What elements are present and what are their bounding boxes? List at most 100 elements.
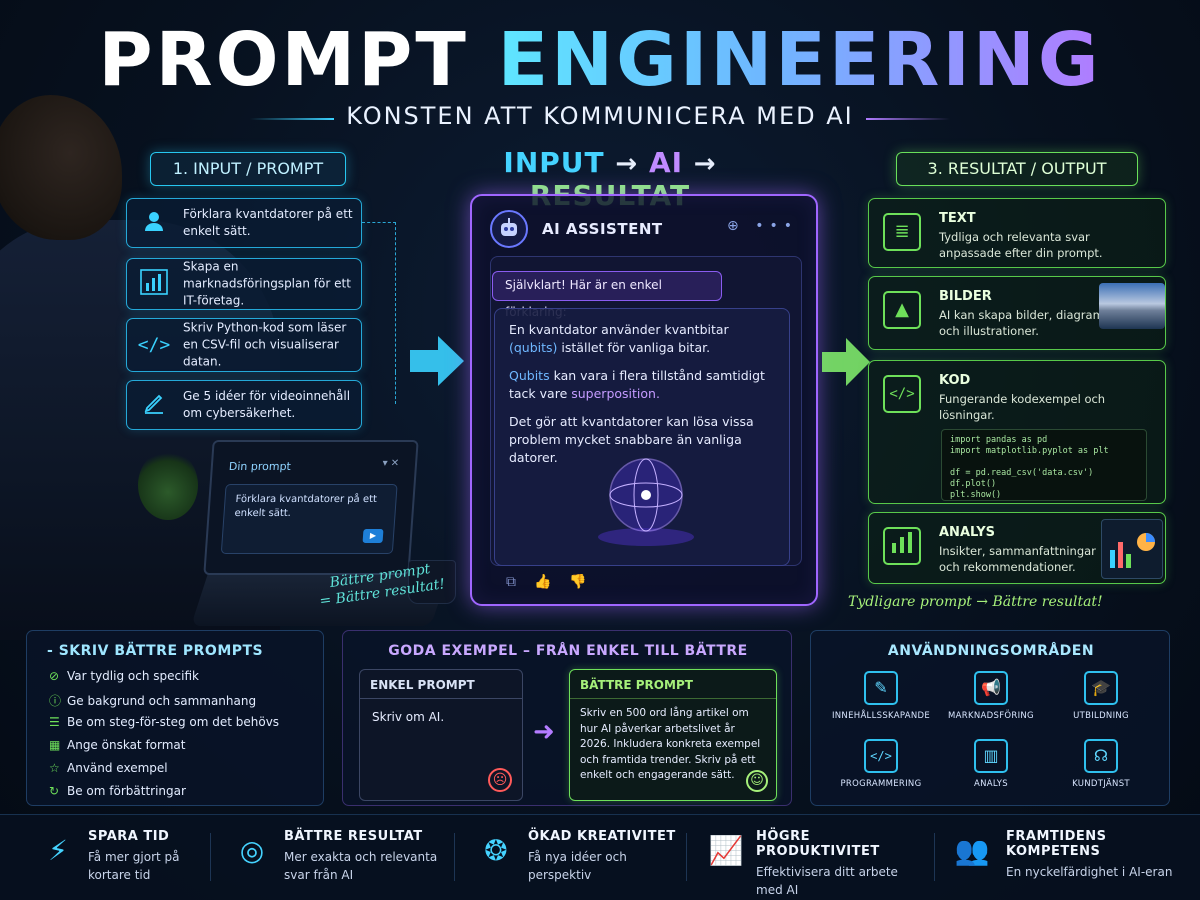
code-snippet: import pandas as pd import matplotlib.py…: [941, 429, 1147, 501]
use-item-education: 🎓 UTBILDNING: [1051, 671, 1151, 721]
ai-assistant-panel: AI ASSISTENT ⊕ ••• Självklart! Här är en…: [470, 194, 818, 606]
tips-dash: -: [47, 643, 59, 659]
input-card-2[interactable]: Skapa en marknadsföringsplan för ett IT-…: [126, 258, 362, 310]
tips-panel: - SKRIV BÄTTRE PROMPTS ⊘Var tydlig och s…: [26, 630, 324, 806]
tip-text: Var tydlig och specifik: [67, 669, 199, 683]
benefit-heading: BÄTTRE RESULTAT: [284, 829, 423, 844]
happy-face-icon: ☺: [746, 770, 768, 792]
benefit-text-line1: Få nya idéer och: [528, 850, 627, 864]
tip-text: Ange önskat format: [67, 738, 186, 752]
simple-prompt-box: ENKEL PROMPT Skriv om AI. ☹: [359, 669, 523, 801]
robot-icon: [490, 210, 528, 248]
headset-icon: ☊: [1084, 739, 1118, 773]
input-card-3[interactable]: </> Skriv Python-kod som läser en CSV-fi…: [126, 318, 362, 372]
growth-chart-icon: 📈: [708, 834, 744, 867]
output-text-text: Tydliga och relevanta svar anpassade eft…: [939, 230, 1103, 260]
use-item-analysis: ▥ ANALYS: [941, 739, 1041, 789]
output-heading-code: KOD: [939, 373, 971, 388]
refresh-icon: ↻: [49, 784, 60, 798]
use-label: PROGRAMMERING: [840, 779, 922, 789]
laptop-prompt-text: Förklara kvantdatorer på ett enkelt sätt…: [234, 494, 378, 519]
target-icon: ◎: [239, 834, 265, 867]
laptop-screen: Din prompt ▾ ✕ Förklara kvantdatorer på …: [203, 440, 419, 575]
examples-panel: GODA EXEMPEL – FRÅN ENKEL TILL BÄTTRE EN…: [342, 630, 792, 806]
output-text-images: AI kan skapa bilder, diagram och illustr…: [939, 308, 1104, 338]
tip-text: Ge bakgrund och sammanhang: [67, 694, 257, 708]
ai-p2-superposition: superposition.: [571, 386, 660, 401]
better-prompt-label: BÄTTRE PROMPT: [580, 678, 693, 692]
benefit-heading: ÖKAD KREATIVITET: [528, 829, 676, 844]
bar-chart-icon: ▥: [974, 739, 1008, 773]
footer-divider: [210, 833, 211, 881]
benefit-body: BÄTTRE RESULTAT Mer exakta och relevanta…: [284, 829, 437, 884]
subtitle: KONSTEN ATT KOMMUNICERA MED AI: [346, 102, 854, 130]
star-icon: ☆: [49, 761, 60, 775]
ai-response: En kvantdator använder kvantbitar (qubit…: [494, 308, 790, 566]
flow-input: INPUT: [503, 146, 605, 179]
more-options-icon[interactable]: ⊕ •••: [727, 218, 798, 234]
benefit-body: SPARA TID Få mer gjort på kortare tid: [88, 829, 180, 884]
title-word-engineering: ENGINEERING: [497, 17, 1102, 103]
tip-item: ⊘Var tydlig och specifik: [49, 669, 199, 683]
arrow-right-icon: [410, 336, 464, 386]
use-item-programming: </> PROGRAMMERING: [831, 739, 931, 789]
input-card-1[interactable]: Förklara kvantdatorer på ett enkelt sätt…: [126, 198, 362, 248]
plant-decoration: [138, 450, 198, 520]
ai-intro-bubble: Självklart! Här är en enkel förklaring:: [492, 271, 722, 319]
benefit-text-line1: Få mer gjort på: [88, 850, 180, 864]
examples-title: GODA EXEMPEL – FRÅN ENKEL TILL BÄTTRE: [388, 643, 748, 659]
use-item-marketing: 📢 MARKNADSFÖRING: [941, 671, 1041, 721]
ai-p2-text: kan vara i flera tillstånd samtidigt tac…: [509, 368, 765, 401]
benefit-heading: FRAMTIDENS KOMPETENS: [1006, 829, 1107, 859]
image-icon: ▲: [883, 291, 921, 329]
grid-icon: ▦: [49, 738, 61, 752]
connector-lines-lower: [362, 372, 396, 404]
analytics-thumbnail: [1101, 519, 1163, 579]
tip-item: ☆Använd exempel: [49, 761, 168, 775]
ai-p1-qubits: (qubits): [509, 340, 558, 355]
better-prompt-text: Skriv en 500 ord lång artikel om hur AI …: [580, 707, 761, 781]
benefit-save-time: ⚡ SPARA TID Få mer gjort på kortare tid: [38, 827, 208, 887]
arrow-right-icon: [822, 338, 870, 386]
benefits-footer: ⚡ SPARA TID Få mer gjort på kortare tid …: [0, 814, 1200, 900]
graduation-cap-icon: 🎓: [1084, 671, 1118, 705]
simple-prompt-label: ENKEL PROMPT: [370, 678, 475, 692]
input-card-4[interactable]: Ge 5 idéer för videoinnehåll om cybersäk…: [126, 380, 362, 430]
output-tagline: Tydligare prompt → Bättre resultat!: [848, 594, 1103, 610]
quantum-sphere-icon: [598, 458, 694, 546]
output-card-analysis: ANALYS Insikter, sammanfattningar och re…: [868, 512, 1166, 584]
laptop-prompt-input[interactable]: Förklara kvantdatorer på ett enkelt sätt…: [220, 484, 398, 554]
use-label: INNEHÅLLSSKAPANDE: [831, 711, 931, 721]
benefit-heading: HÖGRE PRODUKTIVITET: [756, 829, 880, 859]
subtitle-line-left: [250, 118, 334, 120]
list-icon: ☰: [49, 715, 60, 729]
code-icon: </>: [883, 375, 921, 413]
tip-item: ↻ Be om förbättringar: [49, 784, 186, 798]
benefit-better-results: ◎ BÄTTRE RESULTAT Mer exakta och relevan…: [232, 827, 448, 887]
send-icon[interactable]: ▶: [362, 529, 384, 543]
input-panel-title: 1. INPUT / PROMPT: [150, 152, 346, 186]
simple-prompt-text: Skriv om AI.: [372, 710, 445, 724]
sad-face-icon: ☹: [488, 768, 512, 792]
benefit-text-line1: En nyckelfärdighet i AI-eran: [1006, 865, 1173, 879]
benefit-text-line2: med AI: [756, 883, 799, 897]
benefit-heading: SPARA TID: [88, 829, 170, 844]
footer-divider: [454, 833, 455, 881]
benefit-text-line2: svar från AI: [284, 868, 354, 882]
feedback-icons[interactable]: ⧉👍👎: [506, 574, 605, 590]
ai-response-p1: En kvantdator använder kvantbitar (qubit…: [509, 321, 775, 357]
tip-text: Be om förbättringar: [67, 784, 186, 798]
tips-title: - SKRIV BÄTTRE PROMPTS: [47, 643, 263, 659]
brain-icon: ❂: [484, 834, 508, 867]
flow-arrow-2: →: [693, 149, 717, 179]
ai-p2-qubits: Qubits: [509, 368, 550, 383]
lightning-icon: ⚡: [48, 834, 68, 867]
benefit-text-line1: Mer exakta och relevanta: [284, 850, 438, 864]
benefit-body: ÖKAD KREATIVITET Få nya idéer och perspe…: [528, 829, 676, 884]
output-heading-images: BILDER: [939, 289, 992, 304]
tip-item: ☰Be om steg-för-steg om det behövs: [49, 715, 279, 729]
use-label: UTBILDNING: [1073, 711, 1129, 721]
benefit-text-line2: kortare tid: [88, 868, 151, 882]
output-card-images: ▲ BILDER AI kan skapa bilder, diagram oc…: [868, 276, 1166, 350]
